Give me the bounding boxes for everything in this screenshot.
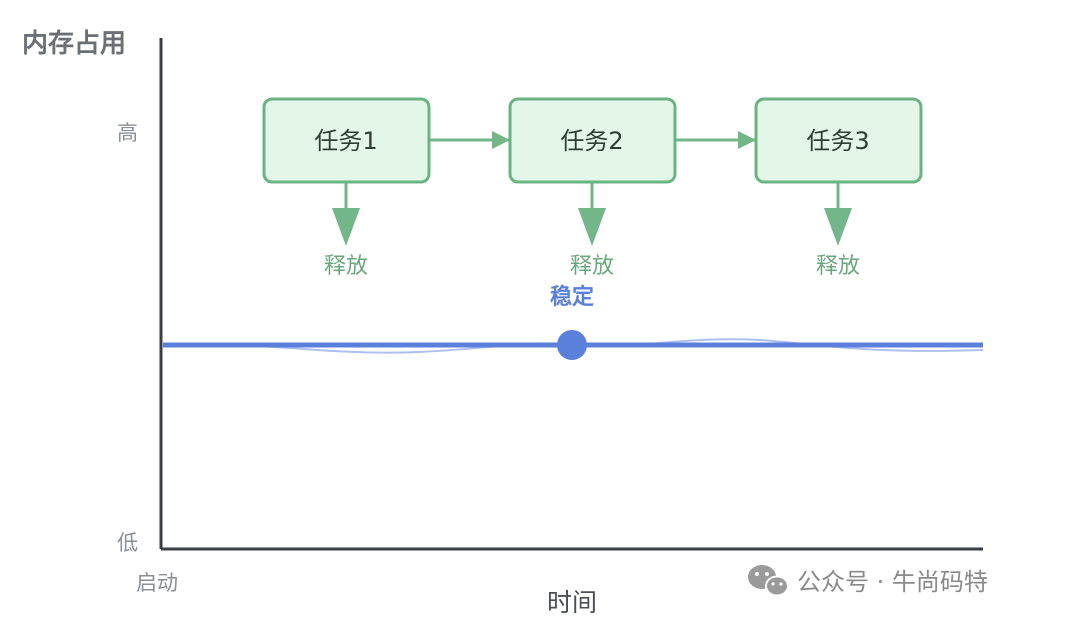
y-axis-high-label: 高 [117, 121, 138, 145]
task-node-1: 任务1 释放 [262, 97, 431, 279]
release-label-2: 释放 [570, 254, 614, 279]
release-label-1: 释放 [324, 254, 368, 279]
task-label-2: 任务2 [560, 127, 623, 155]
task-node-3: 任务3 释放 [754, 97, 923, 279]
x-axis-title: 时间 [547, 588, 597, 617]
release-arrow-3-head [824, 208, 852, 246]
wechat-icon [748, 565, 789, 597]
task-node-2: 任务2 释放 [508, 97, 677, 279]
release-arrow-1-head [332, 208, 360, 246]
release-arrow-2-head [578, 208, 606, 246]
stable-label: 稳定 [550, 284, 594, 310]
release-label-3: 释放 [816, 254, 860, 279]
watermark-text: 公众号 · 牛尚码特 [797, 568, 988, 596]
watermark: 公众号 · 牛尚码特 [748, 565, 988, 597]
y-axis-title: 内存占用 [22, 29, 126, 59]
task-label-3: 任务3 [806, 127, 869, 155]
y-axis-low-label: 低 [117, 531, 138, 555]
task-label-1: 任务1 [314, 127, 377, 155]
x-axis-start-label: 启动 [136, 571, 178, 595]
stable-point-marker [557, 330, 587, 360]
